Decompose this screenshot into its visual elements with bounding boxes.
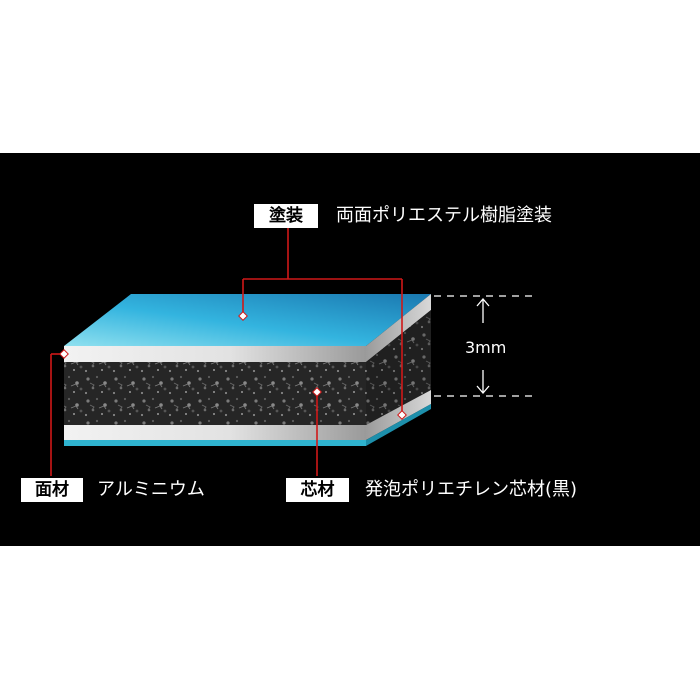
face-material-tag: 面材 xyxy=(21,478,83,502)
core-material-tag: 芯材 xyxy=(286,478,349,502)
upper-aluminum-side xyxy=(366,294,431,362)
coating-leader xyxy=(242,228,403,415)
bottom-coating-edge xyxy=(64,440,366,446)
core-side xyxy=(366,310,431,425)
bottom-coating-side xyxy=(366,404,431,446)
core-front xyxy=(64,362,366,425)
core-material-description: 発泡ポリエチレン芯材(黒) xyxy=(365,479,578,500)
coating-description: 両面ポリエステル樹脂塗装 xyxy=(336,205,552,226)
upper-aluminum-front xyxy=(64,346,366,362)
top-coating-surface xyxy=(64,294,431,346)
lower-aluminum-front xyxy=(64,425,366,440)
coating-tag: 塗装 xyxy=(254,204,318,228)
thickness-label: 3mm xyxy=(465,338,507,357)
face-material-description: アルミニウム xyxy=(97,479,205,500)
